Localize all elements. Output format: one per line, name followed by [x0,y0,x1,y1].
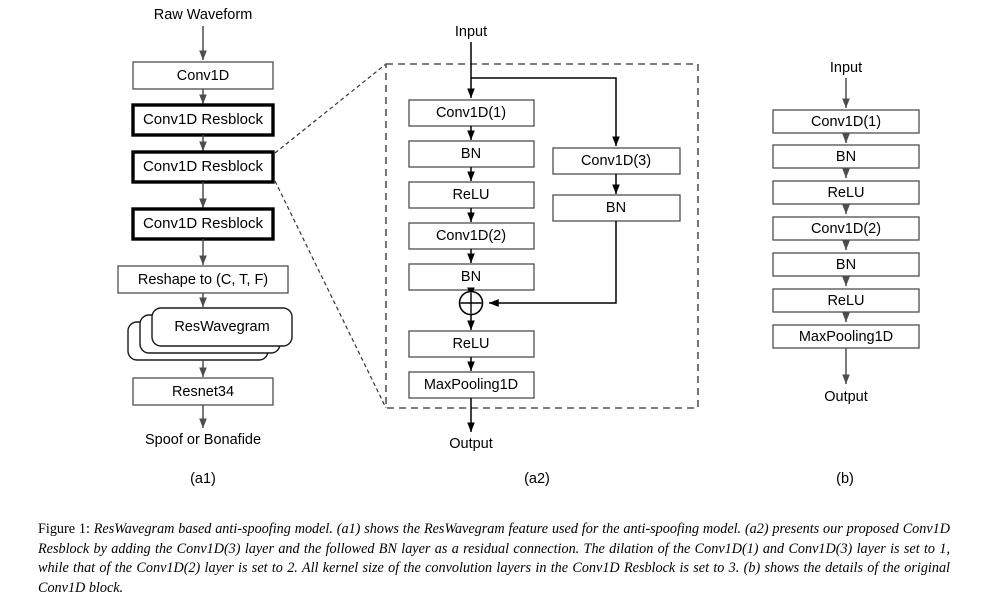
b-node-bn-1-label: BN [836,149,856,165]
caption-body: ResWavegram based anti-spoofing model. (… [38,521,950,596]
a1-node-resblock-1[interactable] [131,103,275,137]
a2-resblock-frame [385,63,699,409]
a2-output-label: Output [449,436,493,452]
a2-node-conv1d-1[interactable] [408,99,535,127]
b-output-label: Output [824,389,868,405]
a2-node-bn-res-label: BN [606,200,626,216]
b-node-relu-2-label: ReLU [827,293,864,309]
b-input-label: Input [830,60,862,76]
zoom-connector-bottom [274,180,387,409]
a1-node-conv1d-label: Conv1D [177,68,229,84]
a2-node-bn-res[interactable] [552,194,681,222]
a1-node-resnet34-label: Resnet34 [172,384,234,400]
a2-node-conv1d-1-label: Conv1D(1) [436,105,506,121]
a2-node-bn-1[interactable] [408,140,535,168]
a1-node-resblock-1-label: Conv1D Resblock [143,111,264,128]
a1-output-label: Spoof or Bonafide [145,432,261,448]
a2-node-bn-2[interactable] [408,263,535,291]
a2-residual-split-path [471,77,620,147]
a1-node-reswavegram[interactable] [151,307,293,347]
b-node-bn-2-label: BN [836,257,856,273]
figure-caption: Figure 1: ResWavegram based anti-spoofin… [38,520,950,598]
b-node-relu-1-label: ReLU [827,185,864,201]
a2-node-maxpooling1d[interactable] [408,371,535,399]
a1-input-label: Raw Waveform [154,7,253,23]
a2-input-label: Input [455,24,487,40]
a2-residual-merge-path [488,221,617,307]
a2-node-relu-2-label: ReLU [452,336,489,352]
a2-node-bn-2-label: BN [461,269,481,285]
a1-node-resnet34[interactable] [132,377,274,406]
a2-node-bn-1-label: BN [461,146,481,162]
panel-a1: Raw Waveform Conv1D Conv1D Resblock Conv… [117,7,293,487]
a2-node-relu-1[interactable] [408,181,535,209]
b-node-maxpooling1d-label: MaxPooling1D [799,329,893,345]
a1-node-resblock-2-label: Conv1D Resblock [143,158,264,175]
caption-prefix: Figure 1: [38,521,90,537]
a1-node-reshape[interactable] [117,265,289,294]
panel-b: Input Conv1D(1) BN ReLU Conv1D(2) BN ReL… [772,60,920,487]
architecture-diagram: Raw Waveform Conv1D Conv1D Resblock Conv… [117,7,920,487]
zoom-connector-top [274,63,387,154]
a2-node-conv1d-2[interactable] [408,222,535,250]
a1-node-resblock-3-label: Conv1D Resblock [143,215,264,232]
b-node-conv1d-2-label: Conv1D(2) [811,221,881,237]
a2-node-relu-1-label: ReLU [452,187,489,203]
a2-node-conv1d-3-label: Conv1D(3) [581,153,651,169]
a1-node-reshape-label: Reshape to (C, T, F) [138,272,268,288]
b-node-conv1d-1-label: Conv1D(1) [811,114,881,130]
panel-a2: Input Conv1D(1) BN ReLU Conv1D(2) BN Con… [385,24,699,487]
a2-node-conv1d-2-label: Conv1D(2) [436,228,506,244]
b-panel-label: (b) [836,471,854,487]
a1-node-reswavegram-label: ResWavegram [174,319,269,335]
a2-panel-label: (a2) [524,471,550,487]
a1-panel-label: (a1) [190,471,216,487]
a2-node-maxpooling1d-label: MaxPooling1D [424,377,518,393]
a1-node-resblock-2[interactable] [131,150,275,184]
